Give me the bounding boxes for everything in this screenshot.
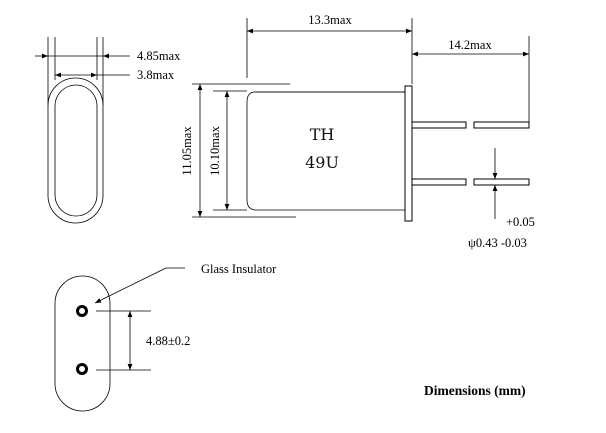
top-view: 4.85max 3.8max bbox=[35, 37, 181, 224]
dim-label-lead-diameter: ψ0.43 -0.03 bbox=[468, 236, 527, 250]
dim-label-outer-height: 11.05max bbox=[180, 126, 194, 176]
glass-insulator-pin-bottom bbox=[76, 363, 88, 375]
side-view: 13.3max 14.2max 11.05max 10.10max TH 49U bbox=[180, 13, 535, 250]
dim-label-inner-height: 10.10max bbox=[208, 125, 222, 175]
dim-label-inner-width: 3.8max bbox=[137, 68, 175, 82]
lead-lower-segment-2 bbox=[473, 178, 530, 186]
diagram-title: Dimensions (mm) bbox=[424, 383, 526, 398]
part-marking-line2: 49U bbox=[305, 153, 339, 172]
can-outline-outer bbox=[47, 77, 104, 224]
dim-label-body-length: 13.3max bbox=[308, 13, 352, 27]
lead-lower-segment-1 bbox=[411, 178, 467, 186]
crystal-can-body bbox=[246, 91, 406, 211]
dim-label-lead-length: 14.2max bbox=[448, 38, 492, 52]
base-outline bbox=[54, 275, 111, 412]
dim-label-lead-pitch: 4.88±0.2 bbox=[146, 334, 190, 348]
base-flange bbox=[404, 85, 413, 222]
callout-glass-insulator: Glass Insulator bbox=[201, 262, 277, 276]
glass-insulator-pin-top bbox=[76, 305, 88, 317]
can-outline-inner bbox=[54, 84, 98, 217]
lead-upper-segment-2 bbox=[473, 121, 530, 129]
dim-label-outer-width: 4.85max bbox=[137, 49, 181, 63]
lead-upper-segment-1 bbox=[411, 121, 467, 129]
bottom-view: Glass Insulator 4.88±0.2 bbox=[54, 262, 277, 412]
dim-label-lead-dia-tolerance: +0.05 bbox=[506, 215, 535, 229]
callout-leader-arrow bbox=[94, 267, 167, 304]
part-marking-line1: TH bbox=[310, 125, 335, 144]
